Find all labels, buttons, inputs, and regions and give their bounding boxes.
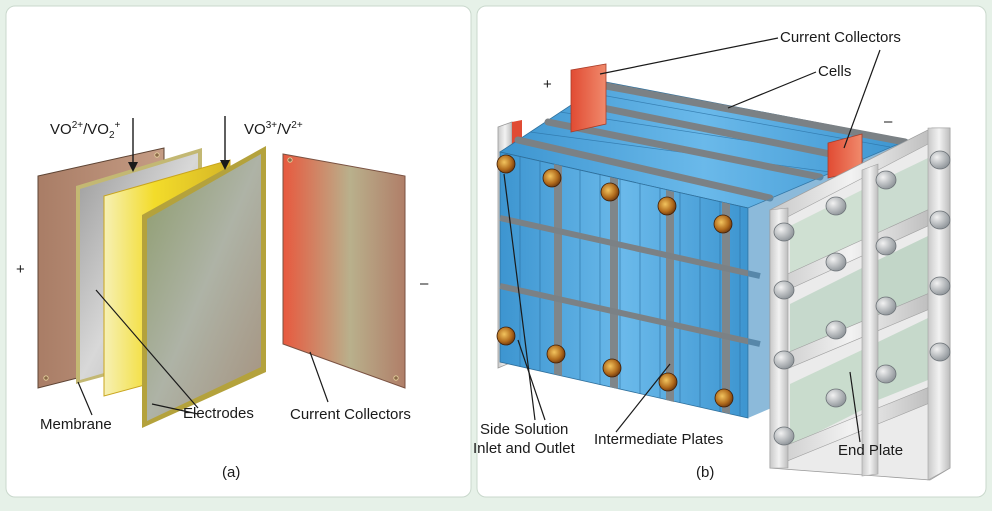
end-plate-label: End Plate: [838, 442, 903, 459]
end-plate-bolts: [773, 150, 951, 446]
current-collectors-label-a: Current Collectors: [290, 406, 411, 423]
bolt-icon: [773, 222, 795, 242]
membrane-label: Membrane: [40, 416, 112, 433]
electrolyte-left-label: VO2+/VO2+: [50, 120, 121, 141]
arrow-down-icon: [128, 162, 138, 172]
port-icon: [657, 196, 677, 216]
inlet-outlet-label-line1: Side Solution: [480, 421, 568, 438]
front-rods: [499, 215, 761, 347]
port-icon: [714, 388, 734, 408]
port-icon: [496, 326, 516, 346]
port-icon: [658, 372, 678, 392]
port-icon: [713, 214, 733, 234]
intermediate-plates: [554, 164, 730, 414]
top-rods: [514, 82, 909, 202]
bolt-icon: [929, 276, 951, 296]
bolt-icon: [825, 388, 847, 408]
bolt-icon: [929, 210, 951, 230]
arrow-down-icon: [220, 160, 230, 170]
panel-a-plus-sign: +: [16, 261, 25, 278]
port-icon: [546, 344, 566, 364]
bolt-icon: [773, 426, 795, 446]
current-collectors-label-b: Current Collectors: [780, 29, 901, 46]
bolt-icon: [875, 236, 897, 256]
panel-b-minus-sign: –: [884, 113, 893, 130]
panel-a-caption: (a): [222, 464, 240, 481]
bolt-icon: [825, 320, 847, 340]
right-current-collector: [282, 153, 406, 389]
panel-b-caption: (b): [696, 464, 714, 481]
electrolyte-right-label: VO3+/V2+: [244, 120, 303, 138]
intermediate-plates-label: Intermediate Plates: [594, 431, 723, 448]
port-icon: [600, 182, 620, 202]
bolt-icon: [875, 170, 897, 190]
panel-b-plus-sign: +: [543, 76, 552, 93]
top-current-collector-tab: [570, 63, 607, 133]
bolt-icon: [929, 342, 951, 362]
panel-b-battery-stack: Current Collectors Cells + – Side Soluti…: [473, 29, 951, 481]
bolt-icon: [875, 296, 897, 316]
cells-label: Cells: [818, 63, 851, 80]
port-icon: [542, 168, 562, 188]
bolt-icon: [773, 280, 795, 300]
bolt-icon: [875, 364, 897, 384]
inlet-outlet-label-line2: Inlet and Outlet: [473, 440, 576, 457]
electrodes-label: Electrodes: [183, 405, 254, 422]
bolt-icon: [773, 350, 795, 370]
panel-a-minus-sign: –: [420, 275, 429, 292]
port-icon: [496, 154, 516, 174]
panel-a-exploded-cell: VO2+/VO2+ VO3+/V2+ + – Membrane Electrod…: [16, 116, 429, 481]
solution-ports: [496, 154, 734, 408]
bolt-icon: [929, 150, 951, 170]
bolt-icon: [825, 196, 847, 216]
bolt-icon: [825, 252, 847, 272]
port-icon: [602, 358, 622, 378]
